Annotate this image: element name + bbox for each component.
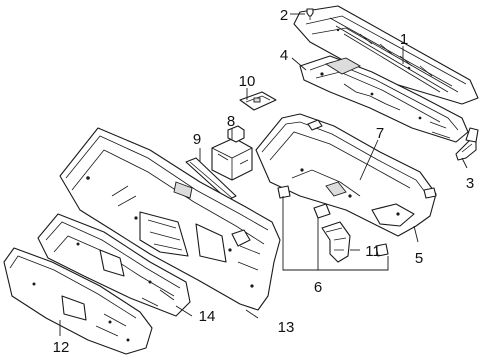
callout-4: 4 bbox=[280, 47, 288, 64]
callout-6: 6 bbox=[314, 279, 322, 296]
part-6-clips bbox=[277, 185, 389, 257]
callout-2: 2 bbox=[280, 7, 288, 24]
part-12-pad bbox=[3, 247, 153, 355]
part-7-cowl-panel bbox=[255, 113, 437, 237]
leader-lines bbox=[59, 13, 468, 336]
part-11-duct bbox=[321, 221, 351, 263]
callout-12: 12 bbox=[53, 339, 70, 356]
callout-13: 13 bbox=[278, 319, 295, 336]
part-10-bracket bbox=[239, 91, 277, 111]
callout-14: 14 bbox=[199, 308, 216, 325]
part-14-insulator bbox=[37, 213, 191, 317]
callout-3: 3 bbox=[466, 175, 474, 192]
part-1-cowl-grille bbox=[293, 5, 479, 105]
part-3-bracket bbox=[455, 127, 479, 161]
part-9-seal bbox=[185, 157, 237, 201]
part-13-dash-panel bbox=[59, 127, 281, 311]
callout-11: 11 bbox=[365, 243, 381, 260]
callout-5: 5 bbox=[415, 250, 423, 267]
callout-8: 8 bbox=[227, 113, 235, 130]
callout-numbers: 1 2 3 4 5 6 7 8 9 10 11 12 13 14 bbox=[53, 7, 475, 356]
callout-7: 7 bbox=[376, 125, 384, 142]
part-4-cowl-lower bbox=[299, 55, 469, 143]
callout-1: 1 bbox=[400, 31, 408, 48]
part-2-clip bbox=[306, 8, 314, 20]
callout-10: 10 bbox=[239, 73, 256, 90]
callout-9: 9 bbox=[193, 131, 201, 148]
